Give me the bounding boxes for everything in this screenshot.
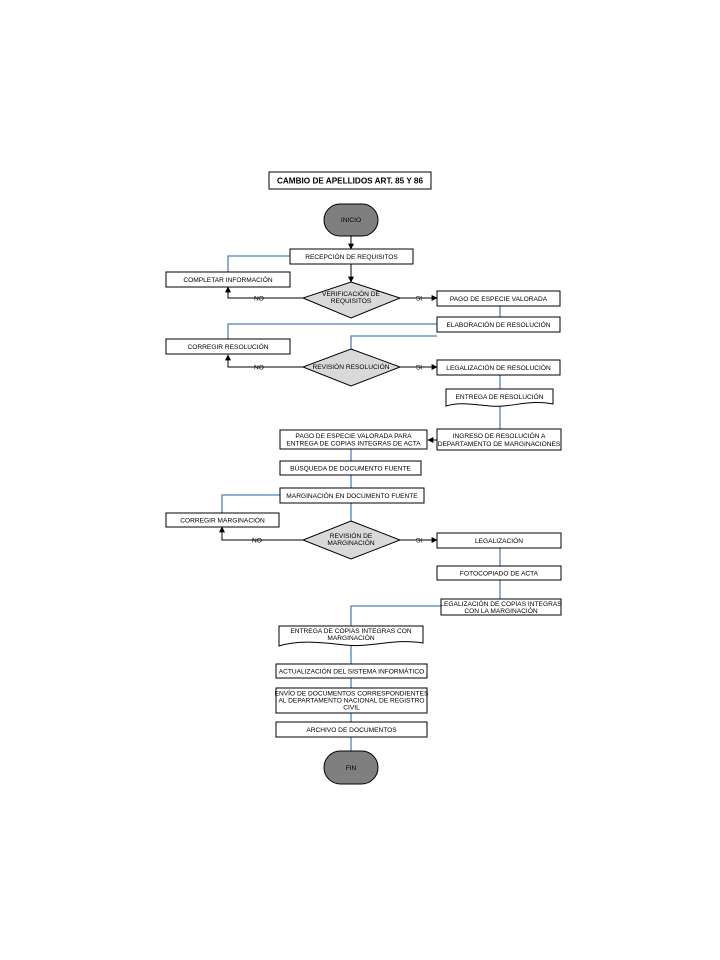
connectors xyxy=(219,236,501,751)
decision-verificacion: VERIFICACIÓN DE REQUISITOS xyxy=(301,281,402,319)
process-elaboracion-label: ELABORACIÓN DE RESOLUCIÓN xyxy=(446,320,550,329)
process-marginacion: MARGINACIÓN EN DOCUMENTO FUENTE xyxy=(279,487,425,504)
line-legalizacion-copias-entrega xyxy=(350,605,441,626)
process-corregir-marginacion: CORREGIR MARGINACIÓN xyxy=(165,512,280,528)
terminal-start-label: INICIO xyxy=(341,217,361,224)
decision-revision-resolucion-label: REVISIÓN RESOLUCIÓN xyxy=(313,362,390,371)
decision-revision-marginacion: REVISIÓN DE MARGINACIÓN xyxy=(301,520,402,560)
process-recepcion-label: RECEPCIÓN DE REQUISITOS xyxy=(305,252,398,261)
document-entrega-copias-line-1: ENTREGA DE COPIAS INTEGRAS CON xyxy=(290,628,412,635)
decision-revision-marginacion-line-2: MARGINACIÓN xyxy=(327,538,374,547)
arrow-revision-no xyxy=(225,354,303,368)
process-busqueda: BÚSQUEDA DE DOCUMENTO FUENTE xyxy=(279,460,422,476)
process-recepcion: RECEPCIÓN DE REQUISITOS xyxy=(289,248,414,265)
branch-no-label: NO xyxy=(254,296,264,303)
process-corregir-marginacion-label: CORREGIR MARGINACIÓN xyxy=(180,516,265,525)
process-ingreso-resolucion: INGRESO DE RESOLUCIÓN A DEPARTAMENTO DE … xyxy=(436,428,562,451)
branch-yes-label: SI xyxy=(416,296,422,303)
line-elaboracion-corregir xyxy=(227,323,437,339)
document-entrega-resolucion-label: ENTREGA DE RESOLUCIÓN xyxy=(456,392,544,401)
process-completar-label: COMPLETAR INFORMACIÓN xyxy=(183,275,273,284)
process-marginacion-label: MARGINACIÓN EN DOCUMENTO FUENTE xyxy=(286,491,418,500)
title-box: CAMBIO DE APELLIDOS ART. 85 Y 86 xyxy=(268,171,432,190)
process-fotocopiado: FOTOCOPIADO DE ACTA xyxy=(436,565,562,581)
process-elaboracion: ELABORACIÓN DE RESOLUCIÓN xyxy=(436,316,561,333)
process-legalizacion-label: LEGALIZACIÓN xyxy=(475,536,523,545)
decision-revision-resolucion: REVISIÓN RESOLUCIÓN xyxy=(301,348,402,387)
decision-verificacion-line-1: VERIFICACIÓN DE xyxy=(322,289,380,298)
line-marginacion-corregir xyxy=(221,494,280,513)
process-archivo: ARCHIVO DE DOCUMENTOS xyxy=(275,721,428,738)
process-envio-line-3: CIVIL xyxy=(343,705,360,712)
process-ingreso-resolucion-line-2: DEPARTAMENTO DE MARGINACIONES xyxy=(438,441,561,448)
process-corregir-resolucion-label: CORREGIR RESOLUCIÓN xyxy=(188,342,269,351)
process-pago-especie-label: PAGO DE ESPECIE VALORADA xyxy=(450,296,548,303)
process-legalizacion-copias-line-1: LEGALIZACIÓN DE COPIAS INTEGRAS xyxy=(440,599,562,608)
decision-verificacion-line-2: REQUISITOS xyxy=(331,298,372,305)
process-fotocopiado-label: FOTOCOPIADO DE ACTA xyxy=(460,571,539,578)
process-legalizacion-resolucion: LEGALIZACIÓN DE RESOLUCIÓN xyxy=(436,359,561,376)
branch-no-label: NO xyxy=(254,365,264,372)
process-archivo-label: ARCHIVO DE DOCUMENTOS xyxy=(306,727,397,734)
branch-yes-label: SI xyxy=(416,365,422,372)
terminal-start: INICIO xyxy=(323,203,379,237)
process-envio-line-2: AL DEPARTAMENTO NACIONAL DE REGISTRO xyxy=(279,698,425,705)
process-pago-copias: PAGO DE ESPECIE VALORADA PARA ENTREGA DE… xyxy=(279,429,428,450)
diagram-title: CAMBIO DE APELLIDOS ART. 85 Y 86 xyxy=(277,177,423,186)
process-pago-copias-line-1: PAGO DE ESPECIE VALORADA PARA xyxy=(295,433,412,440)
process-corregir-resolucion: CORREGIR RESOLUCIÓN xyxy=(165,338,291,355)
process-busqueda-label: BÚSQUEDA DE DOCUMENTO FUENTE xyxy=(290,464,411,473)
process-legalizacion-copias-line-2: CON LA MARGINACIÓN xyxy=(464,606,538,615)
process-completar: COMPLETAR INFORMACIÓN xyxy=(165,271,291,288)
document-entrega-copias: ENTREGA DE COPIAS INTEGRAS CON MARGINACI… xyxy=(278,625,424,647)
process-legalizacion-resolucion-label: LEGALIZACIÓN DE RESOLUCIÓN xyxy=(446,363,551,372)
decision-revision-marginacion-line-1: REVISIÓN DE xyxy=(330,531,373,540)
arrow-verificacion-no xyxy=(225,286,303,299)
branch-yes-label: SI xyxy=(416,538,422,545)
branch-labels: NO SI NO SI NO SI xyxy=(252,296,422,545)
line-completar-recepcion xyxy=(227,255,290,272)
process-actualizacion-label: ACTUALIZACIÓN DEL SISTEMA INFORMÁTICO xyxy=(279,667,425,676)
document-entrega-copias-line-2: MARGINACIÓN xyxy=(327,633,374,642)
process-legalizacion-copias: LEGALIZACIÓN DE COPIAS INTEGRAS CON LA M… xyxy=(440,598,562,616)
process-envio-line-1: ENVÍO DE DOCUMENTOS CORRESPONDIENTES xyxy=(275,689,429,698)
branch-no-label: NO xyxy=(252,538,262,545)
terminal-end-label: FIN xyxy=(346,765,357,772)
line-elaboracion-revision xyxy=(350,335,437,349)
process-actualizacion: ACTUALIZACIÓN DEL SISTEMA INFORMÁTICO xyxy=(275,663,428,679)
process-legalizacion: LEGALIZACIÓN xyxy=(436,532,562,549)
terminal-end: FIN xyxy=(323,750,379,785)
process-pago-copias-line-2: ENTREGA DE COPIAS INTEGRAS DE ACTA xyxy=(286,441,421,448)
process-envio: ENVÍO DE DOCUMENTOS CORRESPONDIENTES AL … xyxy=(275,687,429,714)
process-pago-especie: PAGO DE ESPECIE VALORADA xyxy=(436,290,561,307)
document-entrega-resolucion: ENTREGA DE RESOLUCIÓN xyxy=(445,388,554,407)
process-ingreso-resolucion-line-1: INGRESO DE RESOLUCIÓN A xyxy=(453,431,546,440)
arrow-revision-marg-no xyxy=(219,526,303,541)
